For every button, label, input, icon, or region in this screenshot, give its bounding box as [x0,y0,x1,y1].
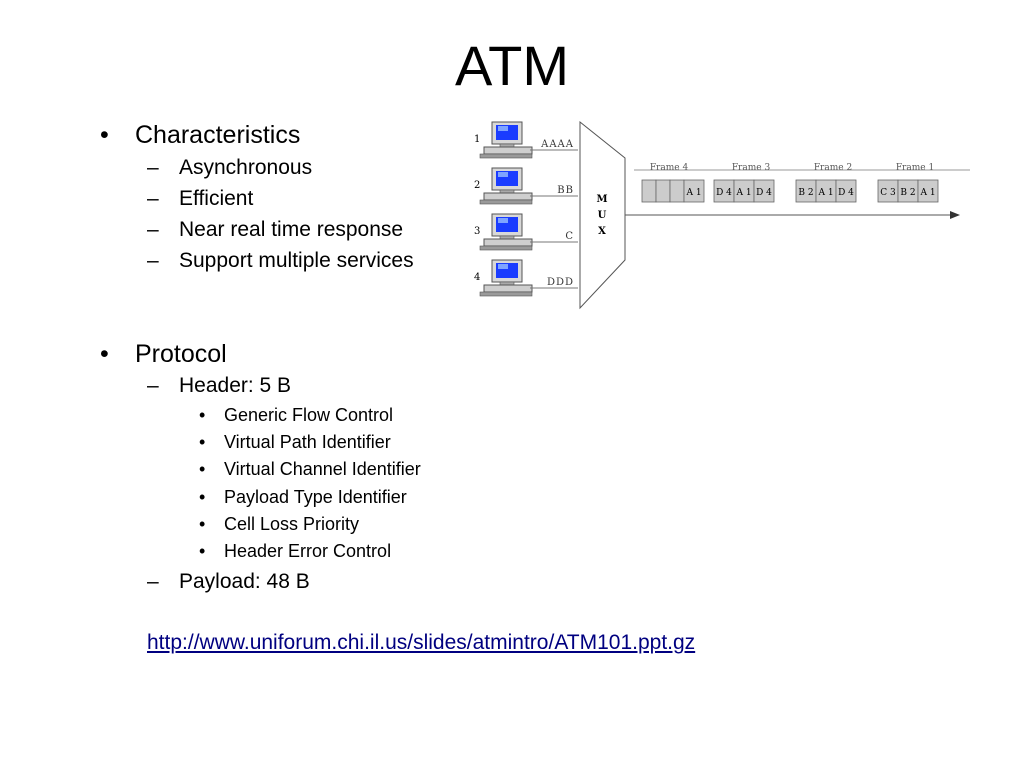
cell-label: A 1 [919,188,935,198]
cell-label: B 2 [798,188,813,198]
dash-icon: – [147,570,159,593]
cell-label: A 1 [685,188,701,198]
list-item: Efficient [179,187,254,210]
bullet-icon: • [199,459,206,479]
dash-icon: – [147,218,159,241]
dash-icon: – [147,156,159,179]
list-item: Asynchronous [179,156,313,179]
frame-3: Frame 3 D 4 A 1 D 4 [713,163,775,203]
list-item: Near real time response [179,218,404,241]
mux-letter: M [596,194,607,205]
cell-label: C 3 [880,188,896,198]
frame-4: Frame 4 A 1 [641,163,705,203]
cell-label: A 1 [817,188,833,198]
bullet-icon: • [199,487,206,507]
header-field: Payload Type Identifier [224,487,407,507]
payload-item: Payload: 48 B [179,570,310,593]
mux-block [579,120,626,310]
input-data-label: C [565,231,574,242]
cell [835,179,857,203]
cell [655,179,671,203]
characteristics-heading: Characteristics [135,121,301,149]
protocol-heading: Protocol [135,340,227,368]
computer-icon [479,121,533,159]
header-field: Cell Loss Priority [224,514,360,534]
frame-label: Frame 1 [896,163,934,173]
header-field: Generic Flow Control [224,405,394,425]
bullet-icon: • [100,121,109,149]
input-data-label: DDD [547,277,574,288]
input-data-label: AAAA [540,139,574,150]
header-field: Header Error Control [224,541,392,561]
header-field: Virtual Channel Identifier [224,459,421,479]
bullet-icon: • [199,541,206,561]
computer-icon [479,259,533,297]
source-link[interactable]: http://www.uniforum.chi.il.us/slides/atm… [147,631,696,654]
computer-icon [479,167,533,205]
input-number: 3 [474,226,480,237]
arrow-head-icon [950,211,960,219]
cell [641,179,657,203]
header-field: Virtual Path Identifier [224,432,391,452]
cell-label: D 4 [756,188,772,198]
input-number: 1 [474,134,480,145]
frame-label: Frame 2 [814,163,852,173]
cell-label: D 4 [838,188,854,198]
cell-label: D 4 [716,188,732,198]
mux-letter: X [598,226,606,237]
header-item: Header: 5 B [179,374,292,397]
atm-mux-diagram: 1 2 3 4 AAAA BB C DDD M U X Frame 4 A 1 … [474,120,970,310]
cell [917,179,939,203]
slide-title: ATM [454,34,570,97]
mux-letter: U [598,210,607,221]
list-item: Support multiple services [179,249,414,272]
bullet-icon: • [100,340,109,368]
dash-icon: – [147,249,159,272]
input-data-label: BB [557,185,574,196]
cell [753,179,775,203]
bullet-icon: • [199,432,206,452]
frame-2: Frame 2 B 2 A 1 D 4 [795,163,857,203]
bullet-icon: • [199,514,206,534]
input-number: 2 [474,180,480,191]
cell-label: B 2 [900,188,915,198]
cell [669,179,685,203]
cell [683,179,705,203]
computer-icon [479,213,533,251]
frame-label: Frame 3 [732,163,771,173]
frame-1: Frame 1 C 3 B 2 A 1 [877,163,939,203]
cell-label: A 1 [735,188,751,198]
frame-label: Frame 4 [650,163,689,173]
bullet-icon: • [199,405,206,425]
dash-icon: – [147,374,159,397]
dash-icon: – [147,187,159,210]
input-number: 4 [474,272,480,283]
